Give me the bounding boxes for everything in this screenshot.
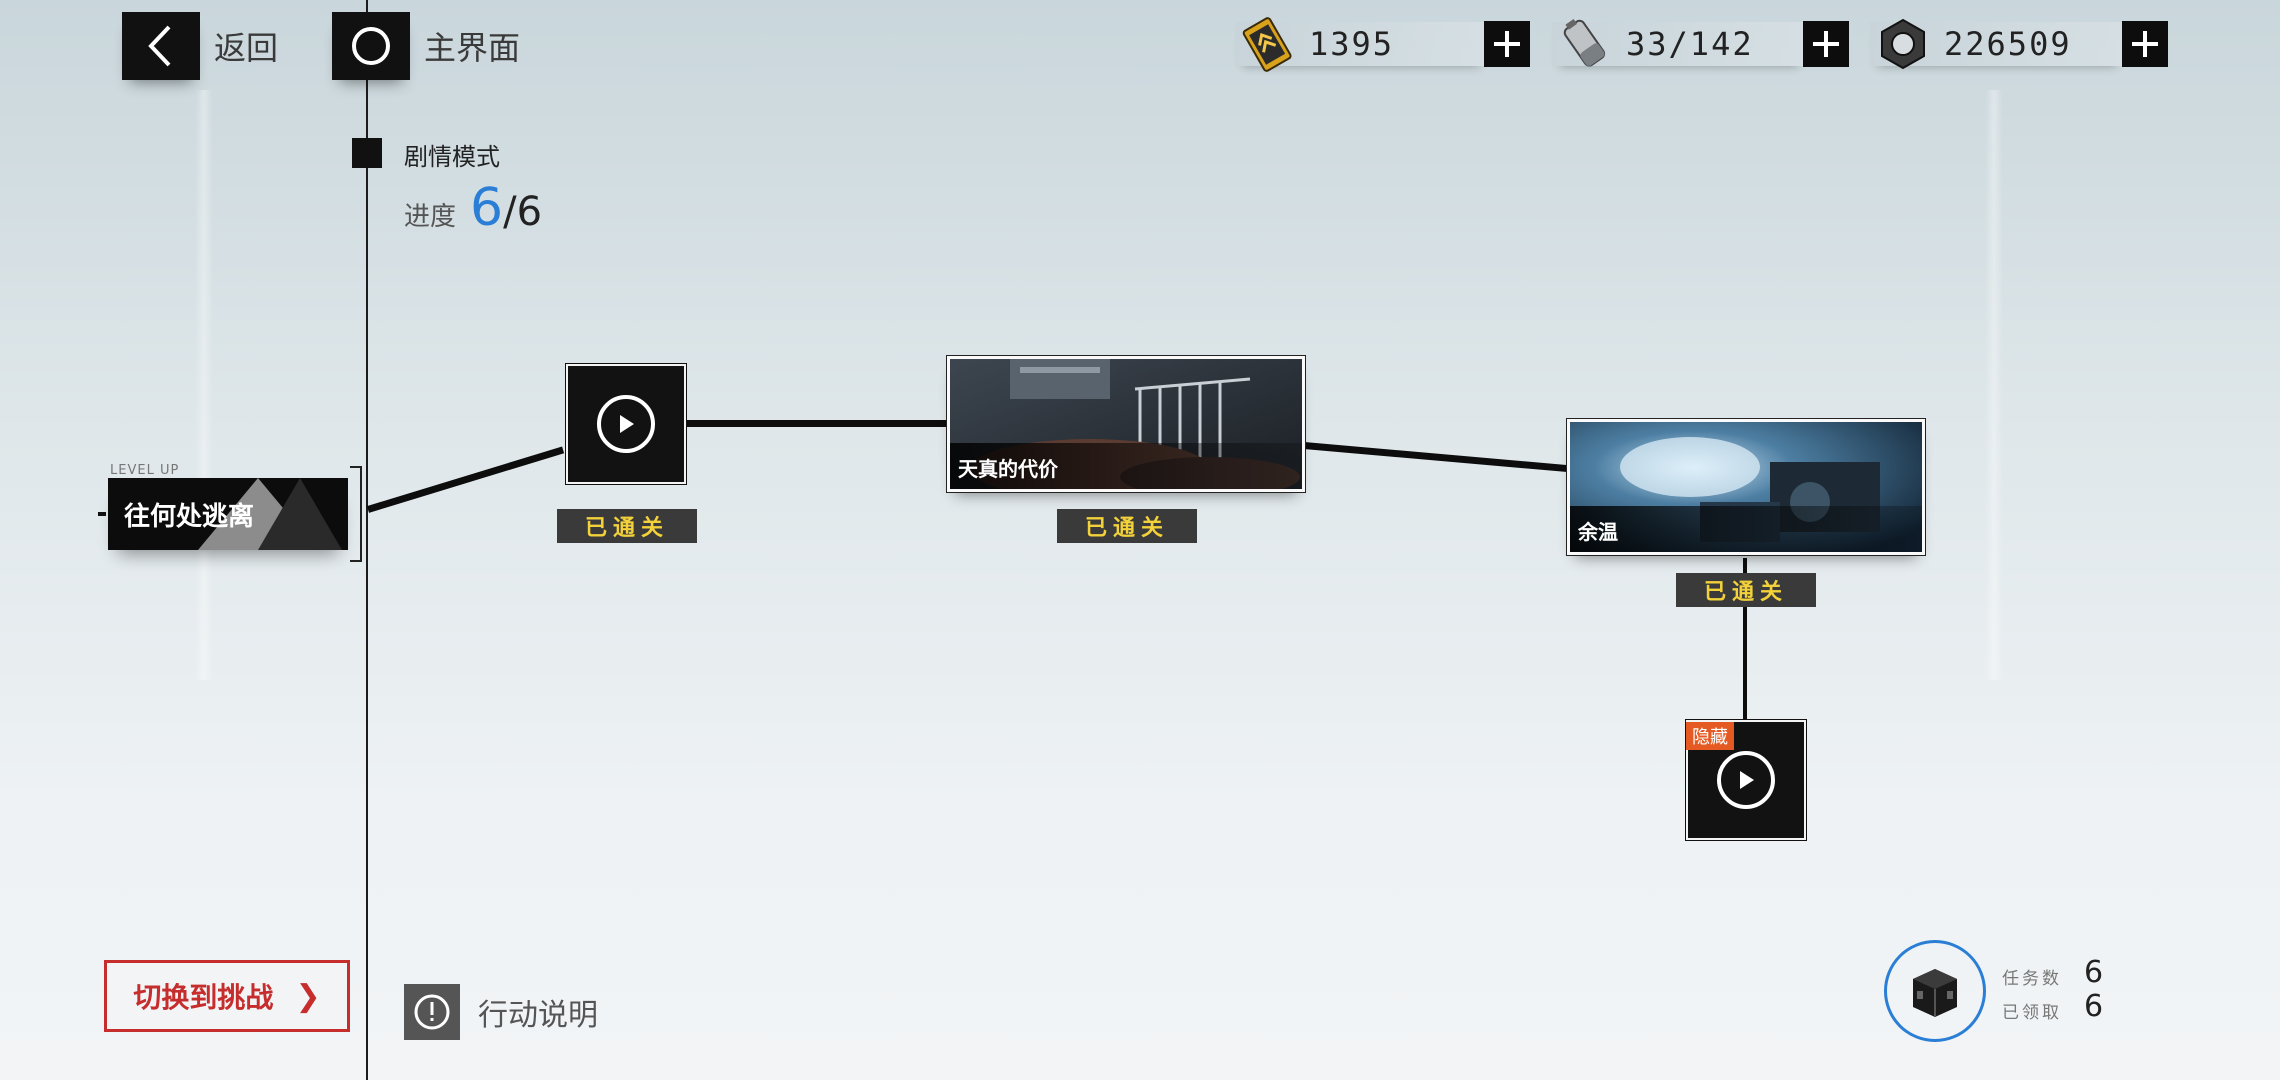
stage-node-1[interactable] [566, 364, 686, 484]
mode-marker [352, 138, 382, 168]
divider-line [366, 0, 368, 1080]
home-button[interactable]: 主界面 [332, 12, 520, 80]
plus-icon [2132, 31, 2158, 57]
task-count-value: 6 [2084, 955, 2104, 990]
reward-box-button[interactable] [1884, 940, 1986, 1042]
resource-value: 33/142 [1626, 25, 1754, 63]
nut-icon [1872, 13, 1934, 75]
reward-box-icon [1913, 969, 1957, 1017]
battery-icon [1554, 13, 1616, 75]
play-icon [597, 395, 655, 453]
start-node[interactable]: 往何处逃离 [108, 478, 348, 550]
progress: 进度 6 /6 [404, 182, 542, 234]
task-count-label: 任务数 [2002, 969, 2062, 989]
hidden-badge: 隐藏 [1686, 722, 1734, 750]
switch-label: 切换到挑战 [133, 981, 274, 1014]
resource-card-ticket: 1395 [1235, 17, 1487, 72]
bg-pillar [195, 90, 213, 680]
progress-label: 进度 [404, 202, 457, 232]
action-info-label: 行动说明 [478, 998, 598, 1033]
home-label: 主界面 [424, 29, 521, 67]
resource-value: 1395 [1309, 25, 1395, 63]
start-node-tag: LEVEL UP [110, 463, 180, 478]
card-ticket-icon [1237, 13, 1299, 75]
stage-3-title: 余温 [1578, 520, 1618, 544]
map-link [366, 446, 565, 513]
info-icon [404, 984, 460, 1040]
progress-current: 6 [470, 178, 504, 238]
play-icon [1717, 751, 1775, 809]
add-nut-button[interactable] [2122, 21, 2168, 67]
stage-1-status: 已通关 [557, 509, 697, 543]
progress-total: /6 [503, 189, 543, 235]
mode-label: 剧情模式 [404, 143, 500, 171]
plus-icon [1494, 31, 1520, 57]
map-link [684, 420, 950, 427]
back-button[interactable]: 返回 [122, 12, 278, 80]
resource-nut: 226509 [1870, 18, 2124, 70]
resource-battery: 33/142 [1552, 19, 1806, 68]
add-battery-button[interactable] [1803, 21, 1849, 67]
stage-2-status: 已通关 [1057, 509, 1197, 543]
stage-node-2[interactable]: 天真的代价 [947, 356, 1305, 492]
stage-node-3[interactable]: 余温 [1567, 419, 1925, 555]
plus-icon [1813, 31, 1839, 57]
claimed-value: 6 [2084, 989, 2104, 1024]
claimed-label: 已领取 [2002, 1003, 2062, 1023]
resource-value: 226509 [1944, 25, 2072, 63]
switch-to-challenge-button[interactable]: 切换到挑战 ❯ [104, 960, 350, 1032]
add-card-ticket-button[interactable] [1484, 21, 1530, 67]
back-label: 返回 [214, 29, 279, 67]
bg-pillar [1985, 90, 2003, 680]
chevron-left-icon [122, 12, 200, 80]
stage-3-status: 已通关 [1676, 573, 1816, 607]
stage-2-title: 天真的代价 [958, 457, 1058, 481]
start-node-marker [98, 512, 106, 516]
chevron-right-icon: ❯ [295, 978, 321, 1014]
circle-home-icon [332, 12, 410, 80]
map-link [1303, 442, 1570, 473]
action-info-button[interactable]: 行动说明 [404, 984, 598, 1040]
start-node-label: 往何处逃离 [124, 502, 255, 532]
start-node-bracket [350, 466, 362, 562]
map-link-vertical [1743, 558, 1747, 722]
